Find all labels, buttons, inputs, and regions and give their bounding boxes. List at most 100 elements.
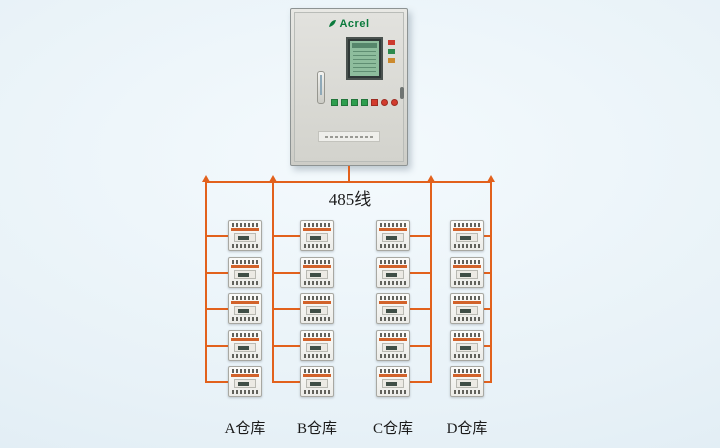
bus-stub-line <box>205 235 228 237</box>
bus-stub-line <box>484 308 492 310</box>
bus-stub-line <box>410 308 432 310</box>
panel-button-green <box>341 99 348 106</box>
meter-display <box>382 343 404 352</box>
tube-level <box>320 75 322 95</box>
sticker-green <box>388 49 395 54</box>
terminal-row <box>232 354 258 358</box>
meter-display <box>382 379 404 388</box>
bus-stub-line <box>205 308 228 310</box>
terminal-row <box>304 244 330 248</box>
warehouse-label-b: B仓库 <box>296 421 338 437</box>
meter-device <box>228 220 262 251</box>
meter-device <box>300 293 334 324</box>
bus-stub-line <box>410 235 432 237</box>
terminal-row <box>304 354 330 358</box>
brand-stripe <box>303 265 331 268</box>
label-stickers <box>388 40 395 63</box>
brand-stripe <box>453 374 481 377</box>
meter-display <box>306 306 328 315</box>
bus-stub-line <box>205 272 228 274</box>
bus-stub-line <box>205 381 228 383</box>
meter-display <box>306 343 328 352</box>
brand-text: Acrel <box>339 18 370 30</box>
meter-device <box>300 257 334 288</box>
terminal-row <box>232 223 258 227</box>
terminal-row <box>304 223 330 227</box>
terminal-row <box>380 317 406 321</box>
meter-device <box>300 330 334 361</box>
terminal-row <box>232 317 258 321</box>
meter-display <box>456 233 478 242</box>
control-cabinet: Acrel <box>290 8 408 166</box>
brand-stripe <box>303 374 331 377</box>
bus-drop-line <box>490 182 492 383</box>
brand-stripe <box>453 338 481 341</box>
level-indicator-tube <box>317 71 325 104</box>
terminal-row <box>454 260 480 264</box>
terminal-row <box>380 244 406 248</box>
bus-stub-line <box>484 345 492 347</box>
terminal-row <box>232 369 258 373</box>
bus-stub-line <box>272 381 300 383</box>
meter-device <box>450 220 484 251</box>
brand-stripe <box>379 374 407 377</box>
meter-display <box>306 270 328 279</box>
bus-drop-line <box>272 182 274 383</box>
terminal-row <box>380 369 406 373</box>
meter-device <box>228 366 262 397</box>
meter-display <box>234 233 256 242</box>
terminal-row <box>304 333 330 337</box>
terminal-row <box>454 281 480 285</box>
lcd-screen <box>346 37 383 80</box>
meter-display <box>456 306 478 315</box>
terminal-row <box>454 390 480 394</box>
meter-device <box>450 293 484 324</box>
panel-button-green <box>351 99 358 106</box>
warehouse-label-d: D仓库 <box>446 421 488 437</box>
terminal-row <box>454 333 480 337</box>
terminal-row <box>304 369 330 373</box>
terminal-row <box>304 281 330 285</box>
bus-stub-line <box>484 381 492 383</box>
brand-stripe <box>231 228 259 231</box>
warehouse-label-c: C仓库 <box>372 421 414 437</box>
leaf-icon <box>329 20 337 27</box>
cabinet-door: Acrel <box>294 12 404 162</box>
terminal-row <box>454 244 480 248</box>
panel-button-green <box>361 99 368 106</box>
bus-stub-line <box>410 381 432 383</box>
panel-button-green <box>331 99 338 106</box>
meter-device <box>376 293 410 324</box>
bus-stub-line <box>484 235 492 237</box>
bus-arrow-up-icon <box>487 175 495 182</box>
bus-stub-line <box>205 345 228 347</box>
meter-display <box>456 270 478 279</box>
terminal-row <box>454 296 480 300</box>
bus-stub-line <box>272 272 300 274</box>
bus-arrow-up-icon <box>427 175 435 182</box>
bus-drop-line <box>205 182 207 383</box>
meter-device <box>376 366 410 397</box>
meter-device <box>300 220 334 251</box>
meter-device <box>228 330 262 361</box>
terminal-row <box>232 260 258 264</box>
bus-stub-line <box>272 345 300 347</box>
brand-stripe <box>303 228 331 231</box>
brand-stripe <box>379 338 407 341</box>
terminal-row <box>380 260 406 264</box>
meter-device <box>376 330 410 361</box>
meter-device <box>300 366 334 397</box>
meter-display <box>456 343 478 352</box>
meter-display <box>234 343 256 352</box>
terminal-row <box>380 281 406 285</box>
bus-arrow-up-icon <box>269 175 277 182</box>
bus-stub-line <box>484 272 492 274</box>
meter-device <box>228 257 262 288</box>
brand-stripe <box>303 338 331 341</box>
bus-drop-line <box>430 182 432 383</box>
terminal-row <box>304 296 330 300</box>
brand-stripe <box>231 338 259 341</box>
meter-display <box>456 379 478 388</box>
terminal-row <box>454 223 480 227</box>
bus-arrow-up-icon <box>202 175 210 182</box>
